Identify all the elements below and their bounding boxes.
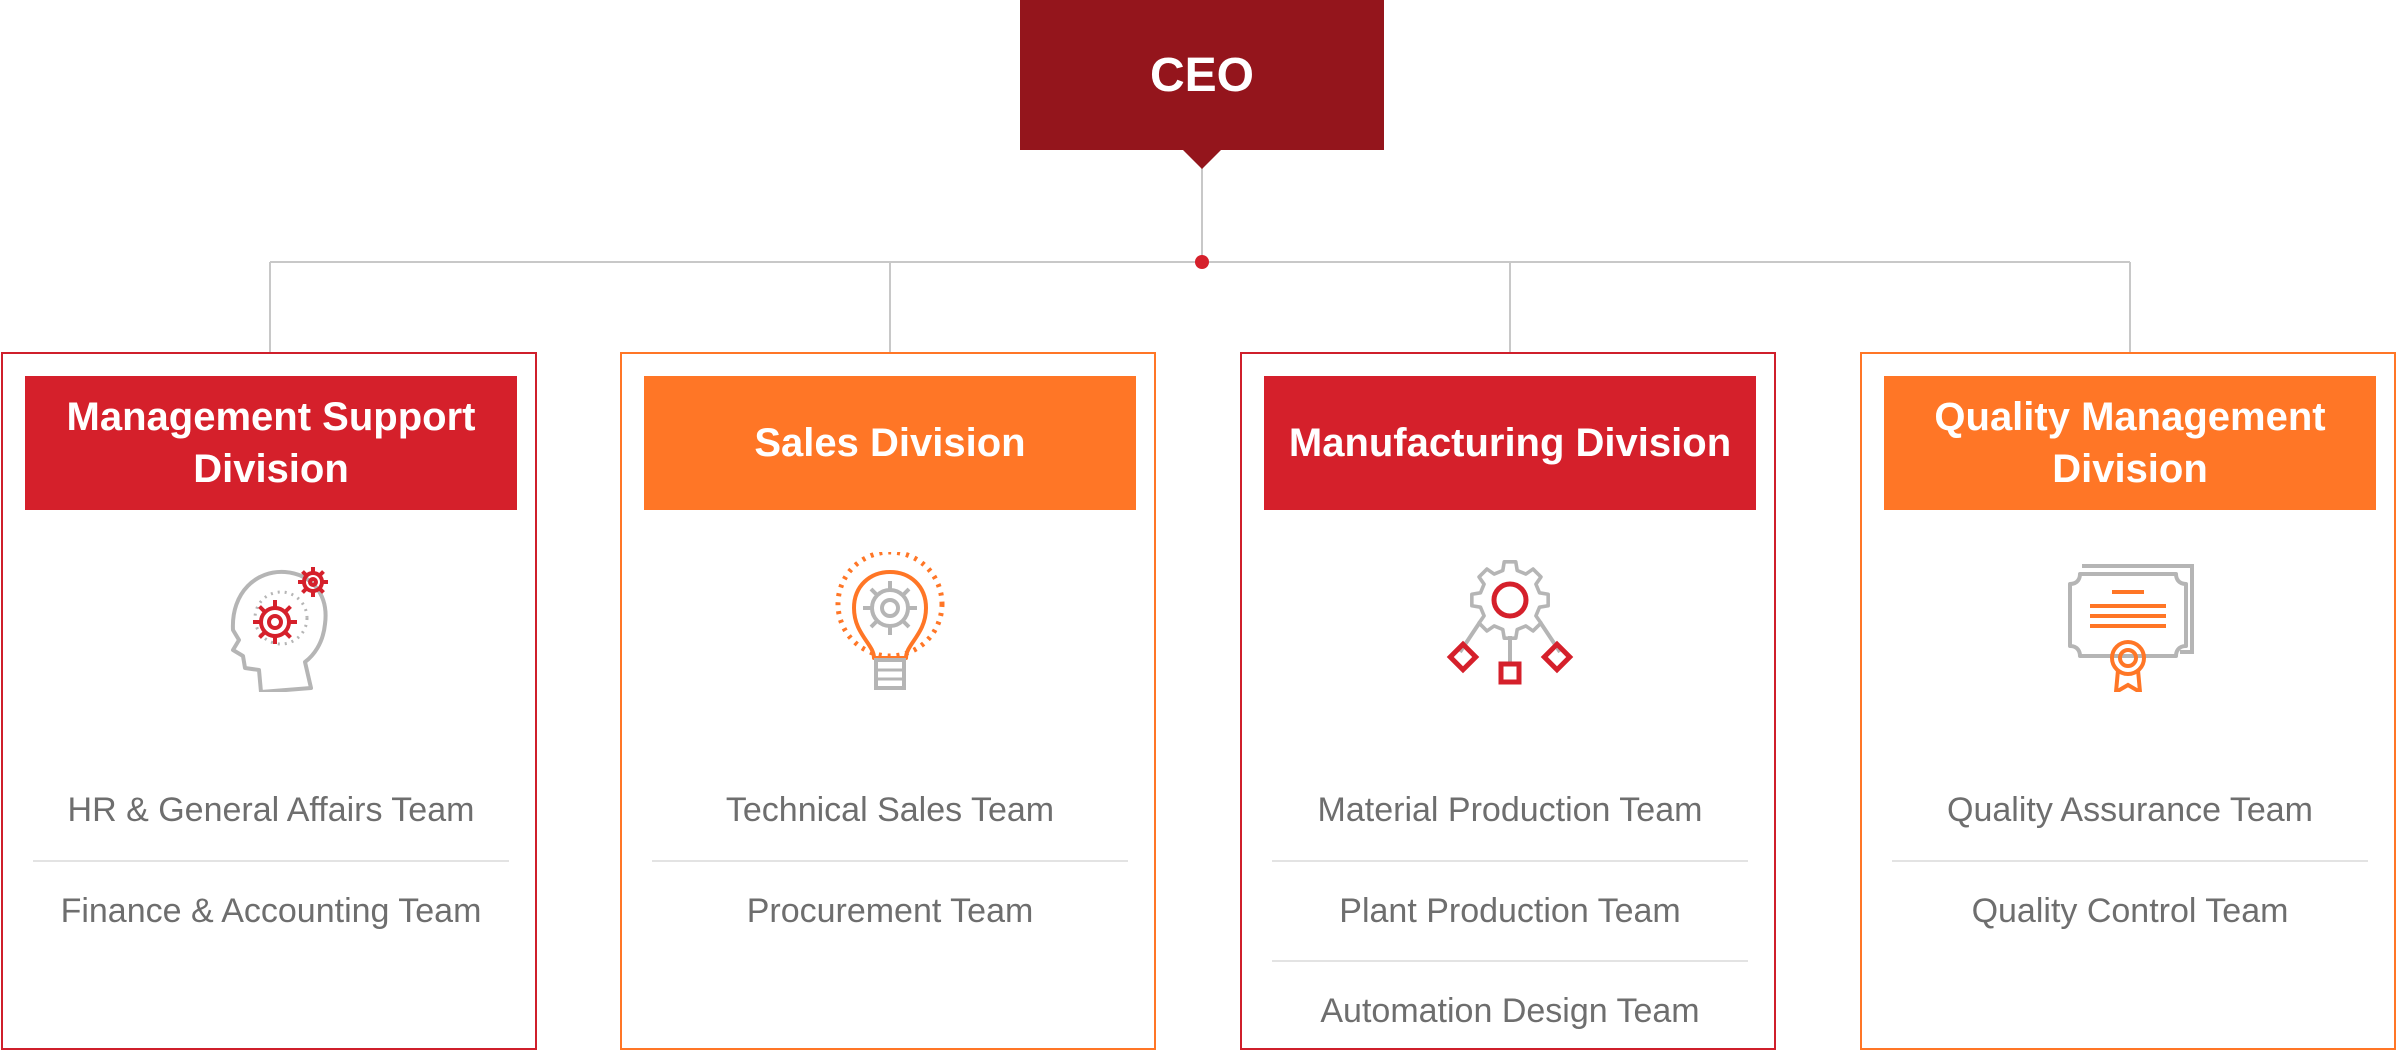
team-list: HR & General Affairs Team Finance & Acco… (33, 760, 509, 960)
team-list: Quality Assurance Team Quality Control T… (1892, 760, 2368, 960)
team-item[interactable]: HR & General Affairs Team (67, 790, 475, 829)
lightbulb-gear-icon (835, 552, 945, 690)
gear-network-icon (1446, 560, 1574, 685)
junction-dot (1195, 255, 1209, 269)
team-item[interactable]: Material Production Team (1317, 790, 1703, 829)
team-item[interactable]: Automation Design Team (1272, 960, 1748, 1060)
team-list: Material Production Team Plant Productio… (1272, 760, 1748, 1060)
division-title: Quality Management Division (1884, 376, 2376, 510)
ceo-box[interactable]: CEO (1020, 0, 1384, 150)
team-list: Technical Sales Team Procurement Team (652, 760, 1128, 960)
certificate-icon (2068, 564, 2194, 692)
division-title: Sales Division (644, 376, 1136, 510)
ceo-pointer (1182, 149, 1222, 169)
ceo-label: CEO (1149, 48, 1254, 102)
division-card-sales[interactable]: Sales Division Technical Sales Team Proc… (620, 352, 1156, 1050)
team-item[interactable]: Plant Production Team (1272, 860, 1748, 960)
team-item[interactable]: Quality Assurance Team (1947, 790, 2313, 829)
team-item[interactable]: Procurement Team (652, 860, 1128, 960)
head-gears-icon (230, 567, 328, 692)
team-item[interactable]: Technical Sales Team (725, 790, 1055, 829)
division-title: Management Support Division (25, 376, 517, 510)
division-card-quality-management[interactable]: Quality Management Division Quality Assu… (1860, 352, 2396, 1050)
org-connectors (269, 168, 2131, 352)
division-card-manufacturing[interactable]: Manufacturing Division Material Producti… (1240, 352, 1776, 1050)
team-item[interactable]: Quality Control Team (1892, 860, 2368, 960)
team-item[interactable]: Finance & Accounting Team (33, 860, 509, 960)
division-title: Manufacturing Division (1264, 376, 1756, 510)
division-card-management-support[interactable]: Management Support Division HR & General… (1, 352, 537, 1050)
